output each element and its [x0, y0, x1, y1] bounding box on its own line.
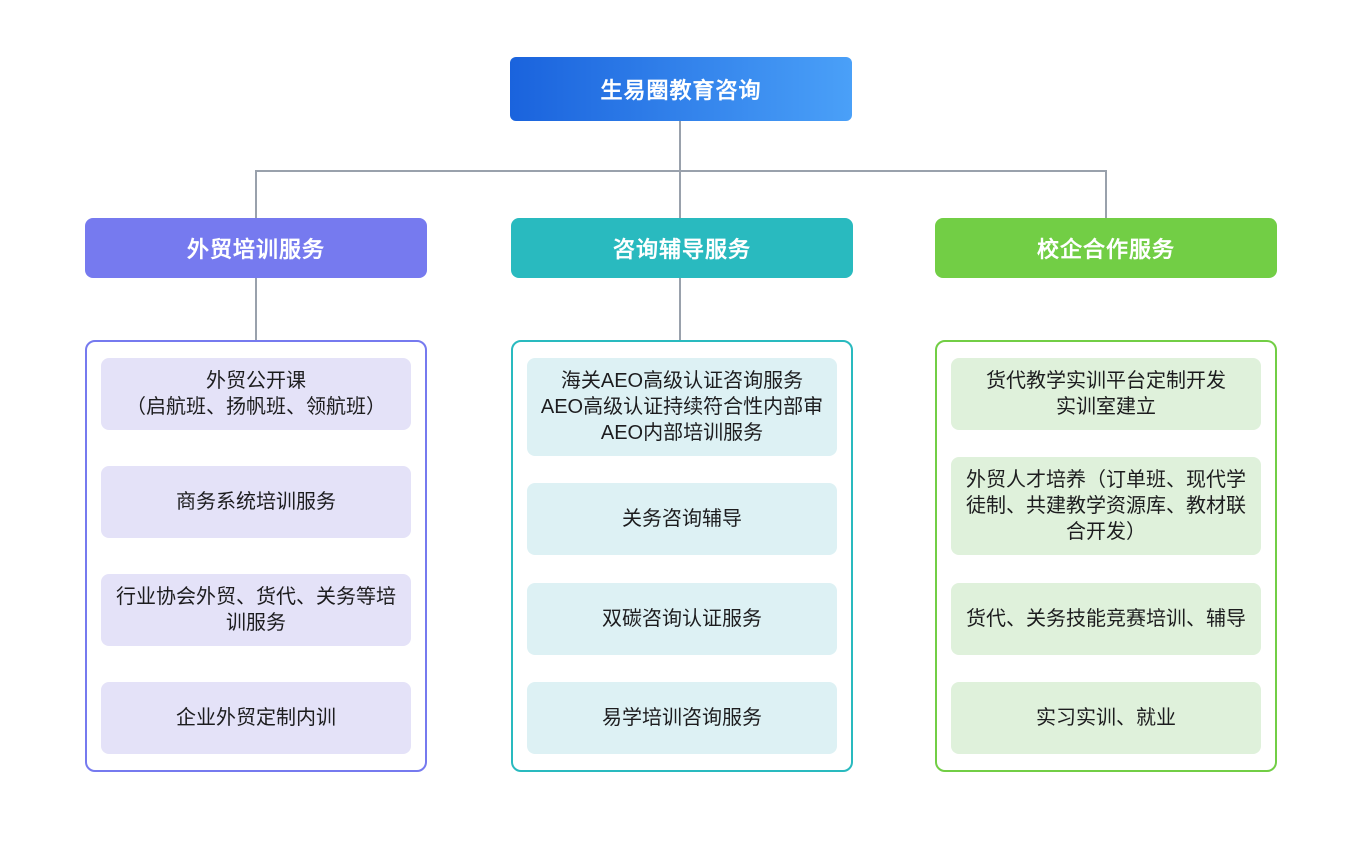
leaf-item: 易学培训咨询服务	[527, 681, 837, 754]
leaf-item: 货代教学实训平台定制开发 实训室建立	[951, 358, 1261, 430]
leaf-item-label: 海关AEO高级认证咨询服务 AEO高级认证持续符合性内部审 AEO内部培训服务	[540, 370, 824, 444]
connector-drop-branch-1	[255, 170, 257, 218]
leaf-item-label: 外贸人才培养（订单班、现代学徒制、共建教学资源库、教材联合开发）	[966, 469, 1246, 544]
leaf-item-label: 实习实训、就业	[1036, 706, 1176, 729]
leaf-item-label: 关务咨询辅导	[622, 508, 742, 531]
connector-crossbar	[255, 170, 1107, 172]
leaf-item: 外贸人才培养（订单班、现代学徒制、共建教学资源库、教材联合开发）	[951, 457, 1261, 556]
connector-drop-branch-2	[679, 170, 681, 218]
branch-box-consulting-coaching: 海关AEO高级认证咨询服务 AEO高级认证持续符合性内部审 AEO内部培训服务 …	[511, 340, 853, 772]
root-node: 生易圈教育咨询	[510, 57, 852, 121]
connector-branch-1-to-box	[255, 278, 257, 340]
leaf-item: 企业外贸定制内训	[101, 682, 411, 754]
connector-root-stem	[679, 121, 681, 171]
leaf-item: 货代、关务技能竞赛培训、辅导	[951, 582, 1261, 655]
leaf-item: 海关AEO高级认证咨询服务 AEO高级认证持续符合性内部审 AEO内部培训服务	[527, 358, 837, 456]
branch-header-foreign-trade-training: 外贸培训服务	[85, 218, 427, 278]
leaf-item-label: 外贸公开课 （启航班、扬帆班、领航班）	[126, 370, 386, 418]
root-node-label: 生易圈教育咨询	[600, 78, 762, 103]
branch-header-label: 外贸培训服务	[186, 237, 325, 262]
leaf-item: 双碳咨询认证服务	[527, 582, 837, 655]
branch-box-foreign-trade-training: 外贸公开课 （启航班、扬帆班、领航班） 商务系统培训服务 行业协会外贸、货代、关…	[85, 340, 427, 772]
leaf-item-label: 货代教学实训平台定制开发 实训室建立	[986, 370, 1226, 418]
branch-header-label: 校企合作服务	[1036, 237, 1175, 262]
leaf-item-label: 行业协会外贸、货代、关务等培训服务	[116, 586, 396, 634]
leaf-item-label: 易学培训咨询服务	[602, 706, 762, 729]
leaf-item: 实习实训、就业	[951, 681, 1261, 754]
leaf-item-label: 货代、关务技能竞赛培训、辅导	[966, 607, 1246, 630]
connector-drop-branch-3	[1105, 170, 1107, 218]
connector-branch-2-to-box	[679, 278, 681, 340]
leaf-item: 商务系统培训服务	[101, 466, 411, 538]
branch-box-school-enterprise-cooperation: 货代教学实训平台定制开发 实训室建立 外贸人才培养（订单班、现代学徒制、共建教学…	[935, 340, 1277, 772]
branch-header-consulting-coaching: 咨询辅导服务	[511, 218, 853, 278]
branch-header-label: 咨询辅导服务	[612, 237, 751, 262]
leaf-item: 关务咨询辅导	[527, 483, 837, 556]
leaf-item: 外贸公开课 （启航班、扬帆班、领航班）	[101, 358, 411, 430]
leaf-item-label: 双碳咨询认证服务	[602, 607, 762, 630]
leaf-item-label: 企业外贸定制内训	[176, 707, 336, 729]
leaf-item: 行业协会外贸、货代、关务等培训服务	[101, 574, 411, 646]
branch-header-school-enterprise-cooperation: 校企合作服务	[935, 218, 1277, 278]
leaf-item-label: 商务系统培训服务	[176, 491, 336, 513]
